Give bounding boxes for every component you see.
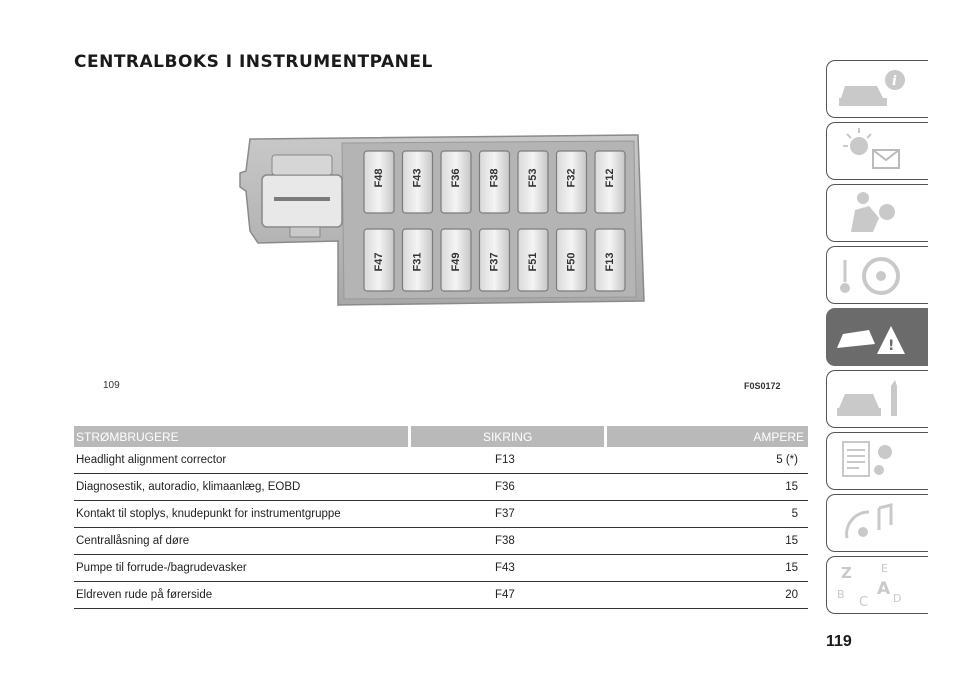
fuse-slot [478,150,511,214]
fuse-slot [478,228,511,292]
tab-technical-data[interactable] [826,432,928,490]
fuse-label: F49 [450,253,462,272]
table-row: Eldreven rude på førerside F47 20 [74,582,808,609]
svg-text:E: E [881,562,888,575]
table-row: Pumpe til forrude-/bagrudevasker F43 15 [74,555,808,582]
fuse-slot [594,228,626,292]
fuse-label: F48 [373,169,385,188]
car-info-icon: i [839,70,905,106]
cell-fuse: F47 [494,589,515,601]
cell-consumer: Headlight alignment corrector [76,454,227,466]
cell-fuse: F37 [494,508,515,520]
fuse-label: F47 [373,253,385,272]
fuse-label: F32 [565,169,577,188]
table-row: Headlight alignment corrector F13 5 (*) [74,447,808,474]
cell-fuse: F38 [494,535,515,547]
table-header: STRØMBRUGERE SIKRING AMPERE [74,426,808,447]
tab-warning-lights[interactable] [826,122,928,180]
header-strombrugere: STRØMBRUGERE [74,426,409,447]
cell-fuse: F43 [494,562,515,574]
cell-ampere: 15 [785,535,798,547]
section-title: CENTRALBOKS I INSTRUMENTPANEL [74,52,433,72]
figure-code: F0S0172 [744,381,781,391]
svg-text:D: D [893,592,901,605]
tab-maintenance[interactable] [826,370,928,428]
fuse-slot [555,228,588,292]
cell-consumer: Diagnosestik, autoradio, klimaanlæg, EOB… [76,481,301,493]
fuse-slot [517,228,549,292]
car-wrench-icon [837,380,897,416]
warning-lights-icon [843,128,900,169]
fuse-label: F13 [604,253,616,272]
svg-text:i: i [892,74,897,89]
fuse-slot [363,150,395,214]
fuse-slot [555,150,588,214]
table-row: Kontakt til stoplys, knudepunkt for inst… [74,501,808,528]
fuse-label: F36 [450,169,462,188]
fuse-slot [440,150,472,214]
multimedia-icon [845,503,893,539]
fuse-label: F37 [488,253,500,272]
cell-consumer: Eldreven rude på førerside [76,589,213,601]
cell-ampere: 5 (*) [776,454,798,466]
fuse-slot [401,150,434,214]
fuse-label: F12 [604,169,616,188]
tab-starting-driving[interactable] [826,246,928,304]
cell-ampere: 15 [785,562,798,574]
fuse-slot [594,150,626,214]
cell-ampere: 15 [785,481,798,493]
fuse-slot [363,228,395,292]
cell-consumer: Centrallåsning af døre [76,535,190,547]
cell-consumer: Pumpe til forrude-/bagrudevasker [76,562,247,574]
fuse-slot [517,150,549,214]
tab-safety[interactable] [826,184,928,242]
svg-text:!: ! [888,338,894,354]
cell-consumer: Kontakt til stoplys, knudepunkt for inst… [76,508,341,520]
cell-ampere: 5 [791,508,798,520]
svg-text:A: A [877,579,891,599]
fuse-slot [401,228,434,292]
tab-car-info[interactable]: i [826,60,928,118]
index-icon: Z E B A C D [837,562,901,610]
svg-text:B: B [837,588,845,601]
table-row: Diagnosestik, autoradio, klimaanlæg, EOB… [74,474,808,501]
airbag-seatbelt-icon [851,192,895,232]
fuse-label: F43 [411,169,423,188]
svg-text:C: C [859,595,868,610]
header-ampere: AMPERE [607,426,808,447]
tab-emergency[interactable]: ! [826,308,928,366]
cell-fuse: F13 [494,454,515,466]
tab-multimedia[interactable] [826,494,928,552]
header-sikring: SIKRING [411,426,605,447]
fuse-label: F51 [527,253,539,272]
fuse-label: F53 [527,169,539,188]
figure-number: 109 [103,380,120,391]
cell-fuse: F36 [494,481,515,493]
fuse-label: F38 [488,169,500,188]
tab-index[interactable]: Z E B A C D [826,556,928,614]
fuse-table: STRØMBRUGERE SIKRING AMPERE Headlight al… [74,426,808,609]
technical-data-icon [842,441,892,477]
table-row: Centrallåsning af døre F38 15 [74,528,808,555]
page-number: 119 [826,633,852,650]
svg-text:Z: Z [841,564,852,582]
fuse-slot [440,228,472,292]
fuse-label: F50 [565,253,577,272]
fuse-label: F31 [411,253,423,272]
emergency-icon: ! [837,326,905,354]
cell-ampere: 20 [785,589,798,601]
key-steering-wheel-icon [840,257,900,295]
